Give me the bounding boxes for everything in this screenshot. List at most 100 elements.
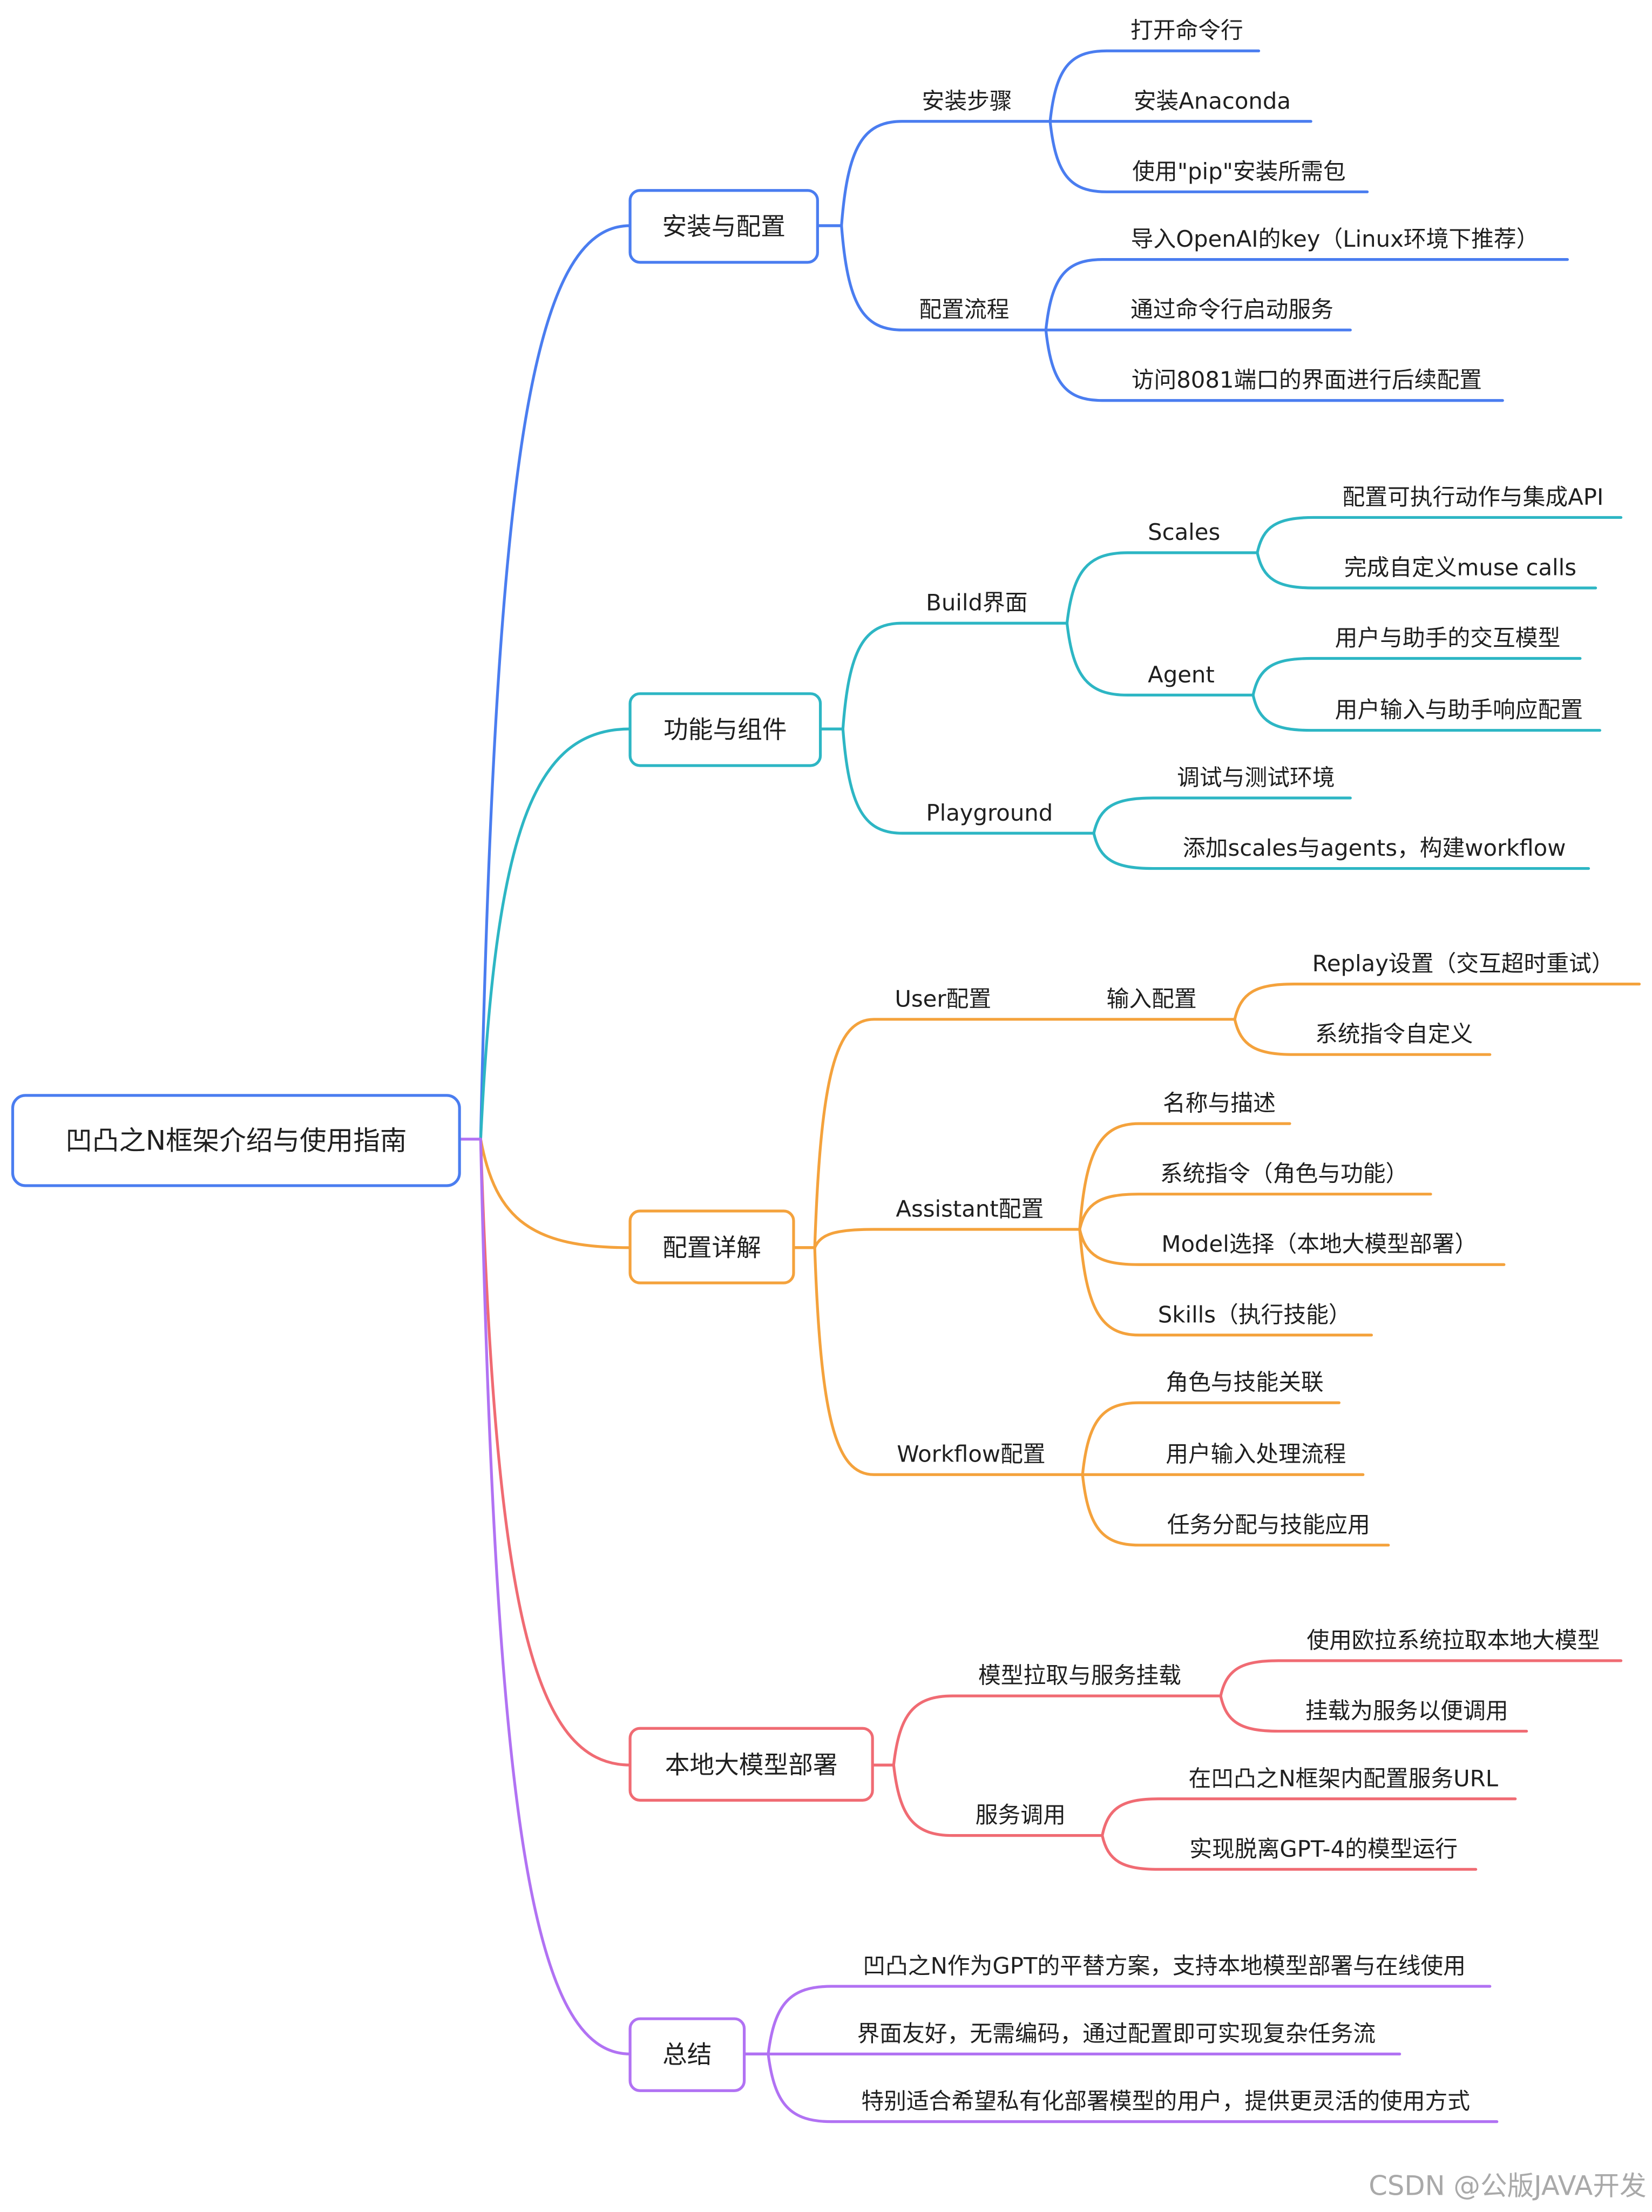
connector-open-terminal: [1048, 49, 1261, 123]
connector-debug-env: [1092, 796, 1352, 835]
leaf-pip-install: 使用"pip"安装所需包: [1132, 158, 1345, 185]
subtopic-playground: Playground: [926, 800, 1053, 826]
connector-response-config: [1251, 693, 1602, 732]
root-topic-label: 凹凸之N框架介绍与使用指南: [65, 1125, 407, 1156]
topic-config-details-box: [628, 1209, 795, 1284]
subtopic-workflow-config: Workflow配置: [897, 1441, 1045, 1467]
leaf-run-without-gpt4: 实现脱离GPT-4的模型运行: [1189, 1836, 1458, 1862]
leaf-custom-muse-calls: 完成自定义muse calls: [1344, 554, 1576, 580]
connector-interaction-model: [1251, 657, 1582, 697]
connector-name-description: [1078, 1122, 1291, 1231]
leaf-name-description: 名称与描述: [1163, 1090, 1276, 1117]
connector-role-skill-link: [1081, 1401, 1340, 1476]
connector-visit-port: [1044, 328, 1504, 402]
connector-config-flow: [816, 224, 1047, 332]
connector-custom-system-prompt: [1233, 1018, 1492, 1056]
subtopic-install-steps: 安装步骤: [922, 87, 1012, 114]
connector-config-service-url: [1101, 1797, 1517, 1837]
branch-summary: 总结 凹凸之N作为GPT的平替方案，支持本地模型部署与在线使用 界面友好，无需编…: [628, 1953, 1499, 2123]
connector-custom-muse-calls: [1256, 551, 1597, 590]
leaf-start-service: 通过命令行启动服务: [1130, 296, 1333, 323]
leaf-skills: Skills（执行技能）: [1158, 1301, 1351, 1328]
topic-summary-label: 总结: [662, 2040, 712, 2069]
root-connectors: [458, 224, 632, 2055]
leaf-build-workflow: 添加scales与agents，构建workflow: [1183, 835, 1566, 861]
subtopic-agent: Agent: [1148, 661, 1215, 688]
connector-run-without-gpt4: [1101, 1834, 1478, 1871]
connector-scales: [1065, 551, 1259, 625]
connector-summary-1: [742, 1985, 1492, 2055]
leaf-summary-alternative: 凹凸之N作为GPT的平替方案，支持本地模型部署与在线使用: [863, 1953, 1466, 1979]
leaf-interaction-model: 用户与助手的交互模型: [1335, 625, 1561, 651]
branch-install-config: 安装与配置 安装步骤 配置流程 打开命令行 安装Anaconda 使用"pip"…: [628, 17, 1569, 402]
connector-install-steps: [816, 120, 1052, 227]
leaf-task-assignment: 任务分配与技能应用: [1167, 1511, 1370, 1538]
subtopic-input-config: 输入配置: [1107, 985, 1197, 1012]
branch-local-model-deploy: 本地大模型部署 模型拉取与服务挂载 服务调用 使用欧拉系统拉取本地大模型 挂载为…: [628, 1627, 1623, 1871]
connector-summary-3: [742, 2052, 1499, 2123]
connector-root-features: [479, 727, 632, 1141]
topic-install-config-box: [628, 189, 819, 264]
connector-workflow-config: [792, 1246, 1084, 1476]
connector-build-workflow: [1092, 831, 1590, 870]
leaf-euler-pull-model: 使用欧拉系统拉取本地大模型: [1306, 1627, 1600, 1653]
leaf-role-skill-link: 角色与技能关联: [1166, 1369, 1323, 1396]
leaf-model-selection: Model选择（本地大模型部署）: [1161, 1231, 1477, 1257]
branch-features-components: 功能与组件 Build界面 Playground Scales Agent 配置…: [628, 484, 1623, 870]
connector-assistant-config: [792, 1228, 1081, 1249]
connector-skills: [1078, 1228, 1373, 1337]
connector-root-config: [479, 1138, 632, 1249]
leaf-input-processing-flow: 用户输入处理流程: [1166, 1441, 1346, 1467]
branch-config-details: 配置详解 User配置 输入配置 Replay设置（交互超时重试） 系统指令自定…: [628, 950, 1641, 1547]
leaf-config-service-url: 在凹凸之N框架内配置服务URL: [1188, 1765, 1498, 1791]
connector-import-key: [1044, 258, 1569, 332]
topic-install-config-label: 安装与配置: [662, 212, 785, 241]
subtopic-user-config: User配置: [895, 985, 991, 1012]
leaf-open-terminal: 打开命令行: [1130, 17, 1243, 44]
connector-model-selection: [1078, 1228, 1506, 1266]
connector-root-local-model: [479, 1138, 632, 1767]
topic-features-components-box: [628, 692, 822, 767]
connector-replay-settings: [1233, 983, 1641, 1021]
leaf-configure-actions-api: 配置可执行动作与集成API: [1343, 484, 1604, 510]
connector-service-call: [871, 1763, 1104, 1837]
connector-agent: [1065, 621, 1255, 697]
topic-local-model-box: [628, 1727, 874, 1802]
subtopic-model-pull-mount: 模型拉取与服务挂载: [978, 1662, 1181, 1689]
subtopic-service-call: 服务调用: [976, 1802, 1066, 1828]
watermark: CSDN @公版JAVA开发: [1369, 2170, 1646, 2201]
leaf-system-prompt-role: 系统指令（角色与功能）: [1160, 1160, 1408, 1187]
connector-task-assignment: [1081, 1473, 1390, 1547]
leaf-install-anaconda: 安装Anaconda: [1134, 87, 1291, 114]
leaf-summary-friendly-ui: 界面友好，无需编码，通过配置即可实现复杂任务流: [857, 2020, 1376, 2047]
topic-summary-box: [628, 2017, 746, 2092]
leaf-mount-as-service: 挂载为服务以便调用: [1305, 1697, 1508, 1724]
leaf-replay-settings: Replay设置（交互超时重试）: [1312, 950, 1614, 977]
subtopic-assistant-config: Assistant配置: [896, 1195, 1044, 1222]
subtopic-scales: Scales: [1148, 519, 1220, 545]
connector-model-pull-mount: [871, 1694, 1222, 1767]
root-topic-box: [11, 1094, 461, 1187]
connector-playground: [818, 727, 1095, 835]
leaf-summary-private-deploy: 特别适合希望私有化部署模型的用户，提供更灵活的使用方式: [861, 2088, 1470, 2114]
connector-root-summary: [479, 1138, 632, 2055]
connector-root-install: [479, 224, 632, 1141]
connector-euler-pull: [1219, 1659, 1623, 1697]
connector-pip-install: [1048, 120, 1369, 193]
connector-configure-actions: [1256, 516, 1623, 554]
leaf-response-config: 用户输入与助手响应配置: [1335, 696, 1583, 723]
topic-features-components-label: 功能与组件: [663, 715, 787, 744]
root-topic: 凹凸之N框架介绍与使用指南: [11, 1094, 461, 1187]
subtopic-build-ui: Build界面: [926, 590, 1027, 616]
topic-config-details-label: 配置详解: [662, 1233, 761, 1262]
leaf-import-openai-key: 导入OpenAI的key（Linux环境下推荐）: [1131, 226, 1539, 252]
connector-build-ui: [818, 621, 1069, 730]
leaf-debug-test-env: 调试与测试环境: [1177, 765, 1335, 791]
leaf-custom-system-prompt: 系统指令自定义: [1315, 1021, 1473, 1047]
subtopic-config-flow: 配置流程: [919, 296, 1009, 323]
leaf-visit-port-8081: 访问8081端口的界面进行后续配置: [1132, 367, 1482, 393]
connector-user-config: [792, 1018, 1076, 1249]
connector-mount-service: [1219, 1694, 1528, 1733]
topic-local-model-label: 本地大模型部署: [665, 1751, 838, 1780]
